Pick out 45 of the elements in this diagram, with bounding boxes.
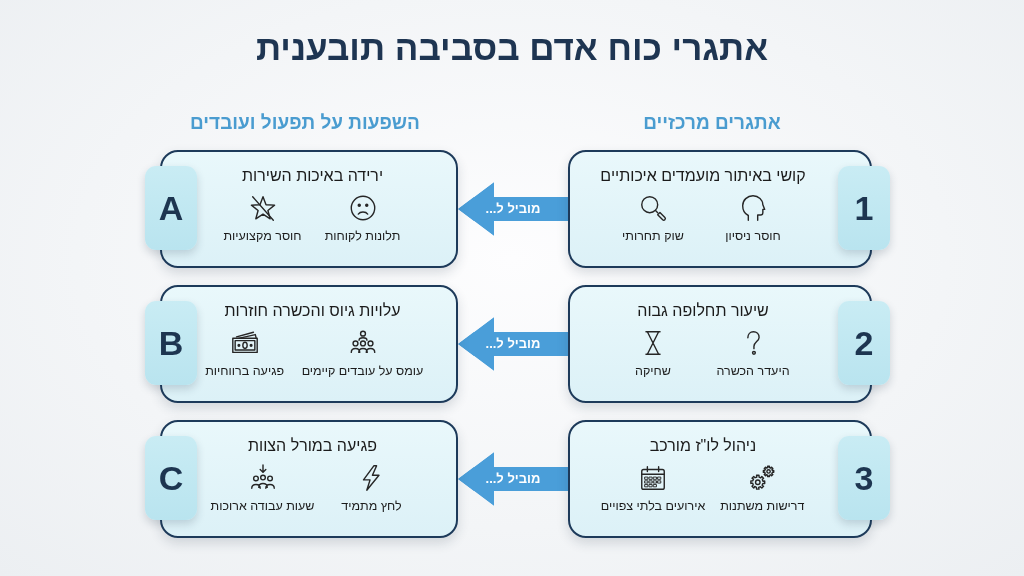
item-caption: דרישות משתנות [720, 498, 805, 514]
row-marker: A [158, 188, 184, 228]
card-heading: ירידה באיכות השירות [241, 166, 384, 186]
card-heading: שיעור תחלופה גבוה [637, 301, 769, 321]
arrow [458, 452, 568, 506]
rounded-card [160, 285, 458, 403]
row-marker: B [158, 323, 184, 363]
item-caption: שחיקה [635, 363, 671, 379]
item-caption: אירועים בלתי צפויים [600, 498, 706, 514]
item-caption: לחץ מתמיד [341, 498, 402, 514]
card-heading: קושי באיתור מועמדים איכותיים [600, 166, 806, 186]
rounded-card [160, 150, 458, 268]
rounded-card [568, 420, 872, 538]
number-tab [838, 436, 890, 520]
card-heading: ניהול לו"ז מורכב [649, 436, 757, 456]
item-caption: תלונות לקוחות [324, 228, 401, 244]
diagram-title: אתגרי כוח אדם בסביבה תובענית [254, 27, 770, 69]
row-marker: 3 [854, 458, 874, 498]
number-tab [145, 166, 197, 250]
edge-label: מוביל ל... [485, 201, 541, 217]
row-marker: 1 [854, 188, 874, 228]
item-caption: היעדר הכשרה [716, 363, 790, 379]
rounded-card [568, 285, 872, 403]
number-tab [145, 436, 197, 520]
arrow [458, 182, 568, 236]
arrow [458, 317, 568, 371]
item-caption: שעות עבודה ארוכות [210, 498, 315, 514]
column-heading: אתגרים מרכזיים [643, 111, 781, 135]
column-heading: השפעות על תפעול ועובדים [190, 111, 420, 135]
number-tab [838, 166, 890, 250]
edge-label: מוביל ל... [485, 471, 541, 487]
rounded-card [160, 420, 458, 538]
number-tab [838, 301, 890, 385]
item-caption: חוסר מקצועיות [223, 228, 302, 244]
row-marker: C [158, 458, 184, 498]
item-caption: שוק תחרותי [622, 228, 684, 244]
rounded-card [568, 150, 872, 268]
card-heading: פגיעה במורל הצוות [248, 436, 377, 456]
item-caption: עומס על עובדים קיימים [301, 363, 424, 379]
edge-label: מוביל ל... [485, 336, 541, 352]
row-marker: 2 [854, 323, 874, 363]
item-caption: פגיעה ברווחיות [205, 363, 285, 379]
number-tab [145, 301, 197, 385]
item-caption: חוסר ניסיון [725, 228, 781, 244]
card-heading: עלויות גיוס והכשרה חוזרות [224, 301, 401, 321]
